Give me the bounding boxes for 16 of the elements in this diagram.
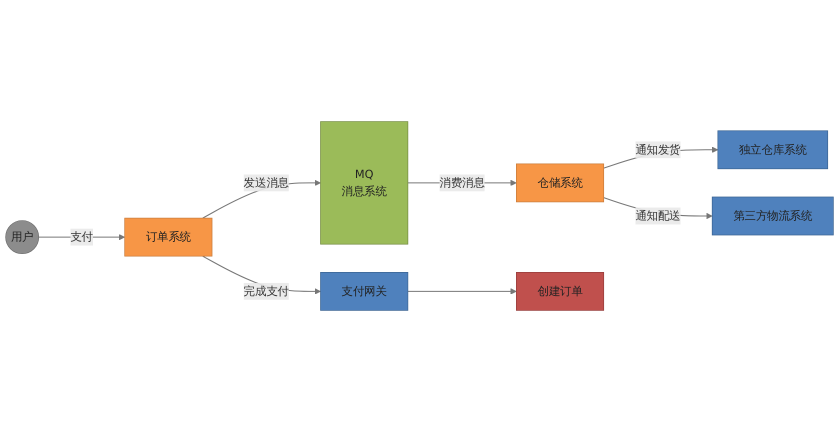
node-box: 订单系统 bbox=[124, 218, 212, 256]
node-box: 支付网关 bbox=[320, 272, 408, 311]
edge-label: 发送消息 bbox=[244, 176, 289, 190]
node-box: 独立仓库系统 bbox=[717, 130, 828, 170]
arrow bbox=[38, 234, 125, 240]
edge-label: 消费消息 bbox=[440, 176, 485, 190]
node-box: MQ 消息系统 bbox=[320, 121, 408, 245]
node-box: 仓储系统 bbox=[516, 164, 604, 202]
node-box: 创建订单 bbox=[516, 272, 604, 311]
edge-label: 完成支付 bbox=[244, 284, 289, 298]
edge-label: 通知配送 bbox=[635, 208, 680, 222]
edge-label: 通知发货 bbox=[635, 142, 680, 156]
node-box: 第三方物流系统 bbox=[712, 196, 834, 236]
edge-label: 支付 bbox=[70, 230, 93, 244]
node-circle: 用户 bbox=[5, 220, 40, 254]
arrow bbox=[408, 288, 517, 294]
